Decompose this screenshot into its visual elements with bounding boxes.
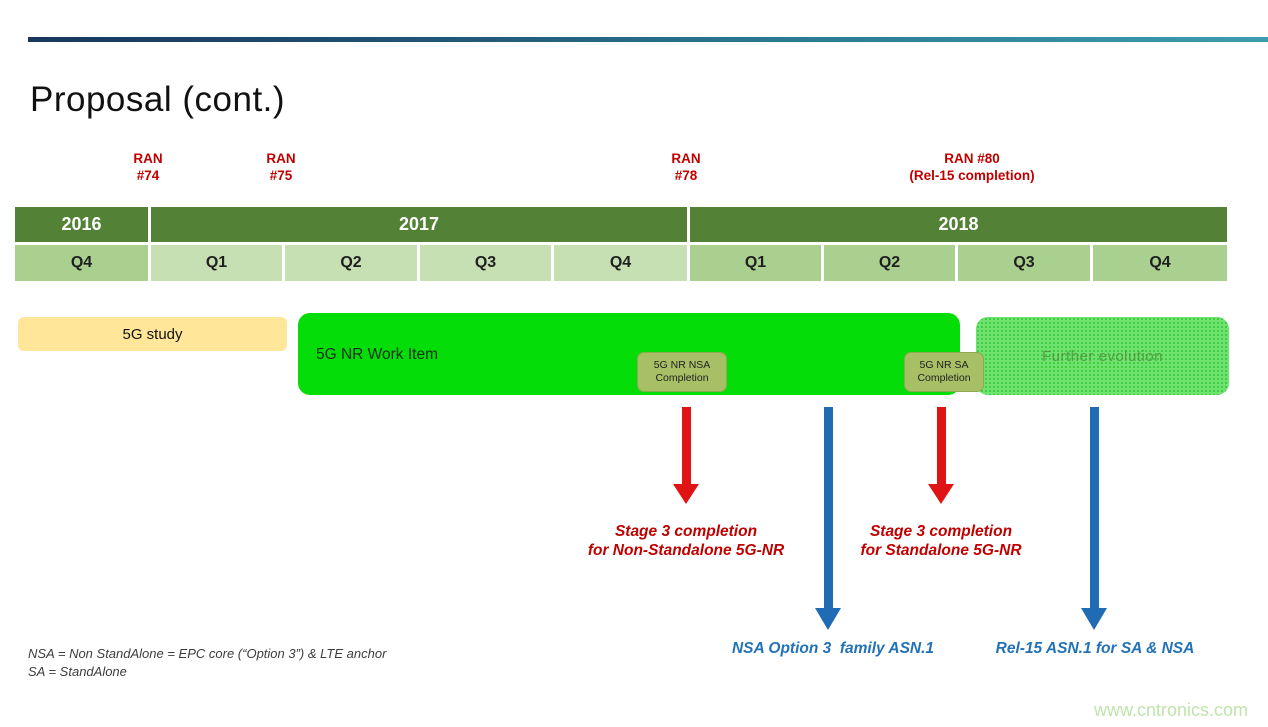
quarter-cell-2018-q2: Q2 xyxy=(824,245,955,281)
ran-meeting-label-75: RAN #75 xyxy=(171,150,391,184)
watermark: www.cntronics.com xyxy=(1093,700,1248,720)
study-phase-label: 5G study xyxy=(122,325,183,343)
footnote-line1: NSA = Non StandAlone = EPC core (“Option… xyxy=(28,646,387,661)
blue-arrow-nsa-asn1-head-icon xyxy=(815,608,841,630)
quarter-cell-2018-q3: Q3 xyxy=(958,245,1090,281)
ran-label-line1: RAN #80 xyxy=(944,151,1000,166)
ran-meeting-label-74: RAN #74 xyxy=(38,150,258,184)
red-arrow-sa-shaft xyxy=(937,407,946,485)
work-item-bar xyxy=(298,313,960,395)
further-evolution-label: Further evolution xyxy=(1041,347,1164,365)
note-line1: Stage 3 completion xyxy=(869,523,1013,540)
ran-label-line2: (Rel-15 completion) xyxy=(909,168,1035,183)
year-cell-2016: 2016 xyxy=(15,207,148,242)
ran-meeting-label-80: RAN #80 (Rel-15 completion) xyxy=(862,150,1082,184)
milestone-line1: 5G NR SA xyxy=(919,359,969,371)
quarter-cell-2017-q4: Q4 xyxy=(554,245,687,281)
quarter-cell-2018-q4: Q4 xyxy=(1093,245,1227,281)
stage3-sa-note: Stage 3 completion for Standalone 5G-NR xyxy=(791,522,1091,560)
note-line1: Stage 3 completion xyxy=(614,523,758,540)
quarter-cell-2016-q4: Q4 xyxy=(15,245,148,281)
note-line2: for Non-Standalone 5G-NR xyxy=(587,542,785,559)
ran-label-line2: #78 xyxy=(674,168,698,183)
study-phase-bar: 5G study xyxy=(18,317,287,351)
red-arrow-sa-head-icon xyxy=(928,484,954,504)
blue-arrow-nsa-asn1-shaft xyxy=(824,407,833,609)
ran-label-line1: RAN xyxy=(133,151,163,166)
nsa-asn1-note: NSA Option 3 family ASN.1 xyxy=(731,640,935,657)
blue-arrow-rel15-asn1-head-icon xyxy=(1081,608,1107,630)
quarter-cell-2017-q1: Q1 xyxy=(151,245,282,281)
year-cell-2017: 2017 xyxy=(151,207,687,242)
blue-arrow-rel15-asn1-shaft xyxy=(1090,407,1099,609)
red-arrow-nsa-shaft xyxy=(682,407,691,485)
ran-label-line2: #75 xyxy=(269,168,293,183)
footnote-line2: SA = StandAlone xyxy=(28,664,127,679)
red-arrow-nsa-head-icon xyxy=(673,484,699,504)
ran-label-line1: RAN xyxy=(671,151,701,166)
note-line2: for Standalone 5G-NR xyxy=(860,542,1022,559)
milestone-line2: Completion xyxy=(655,372,709,384)
title-divider-rule xyxy=(28,37,1268,42)
further-evolution-bar: Further evolution xyxy=(976,317,1229,395)
milestone-line1: 5G NR NSA xyxy=(653,359,711,371)
milestone-sa-completion: 5G NR SA Completion xyxy=(904,352,984,392)
milestone-nsa-completion: 5G NR NSA Completion xyxy=(637,352,727,392)
slide-title: Proposal (cont.) xyxy=(30,80,286,119)
quarter-cell-2017-q3: Q3 xyxy=(420,245,551,281)
ran-label-line1: RAN xyxy=(266,151,296,166)
footnote: NSA = Non StandAlone = EPC core (“Option… xyxy=(28,645,386,681)
work-item-label: 5G NR Work Item xyxy=(316,346,439,363)
year-cell-2018: 2018 xyxy=(690,207,1227,242)
quarter-cell-2018-q1: Q1 xyxy=(690,245,821,281)
quarter-cell-2017-q2: Q2 xyxy=(285,245,417,281)
milestone-line2: Completion xyxy=(917,372,971,384)
rel15-asn1-note: Rel-15 ASN.1 for SA & NSA xyxy=(995,640,1195,657)
stage3-nsa-note: Stage 3 completion for Non-Standalone 5G… xyxy=(536,522,836,560)
ran-label-line2: #74 xyxy=(136,168,160,183)
ran-meeting-label-78: RAN #78 xyxy=(576,150,796,184)
